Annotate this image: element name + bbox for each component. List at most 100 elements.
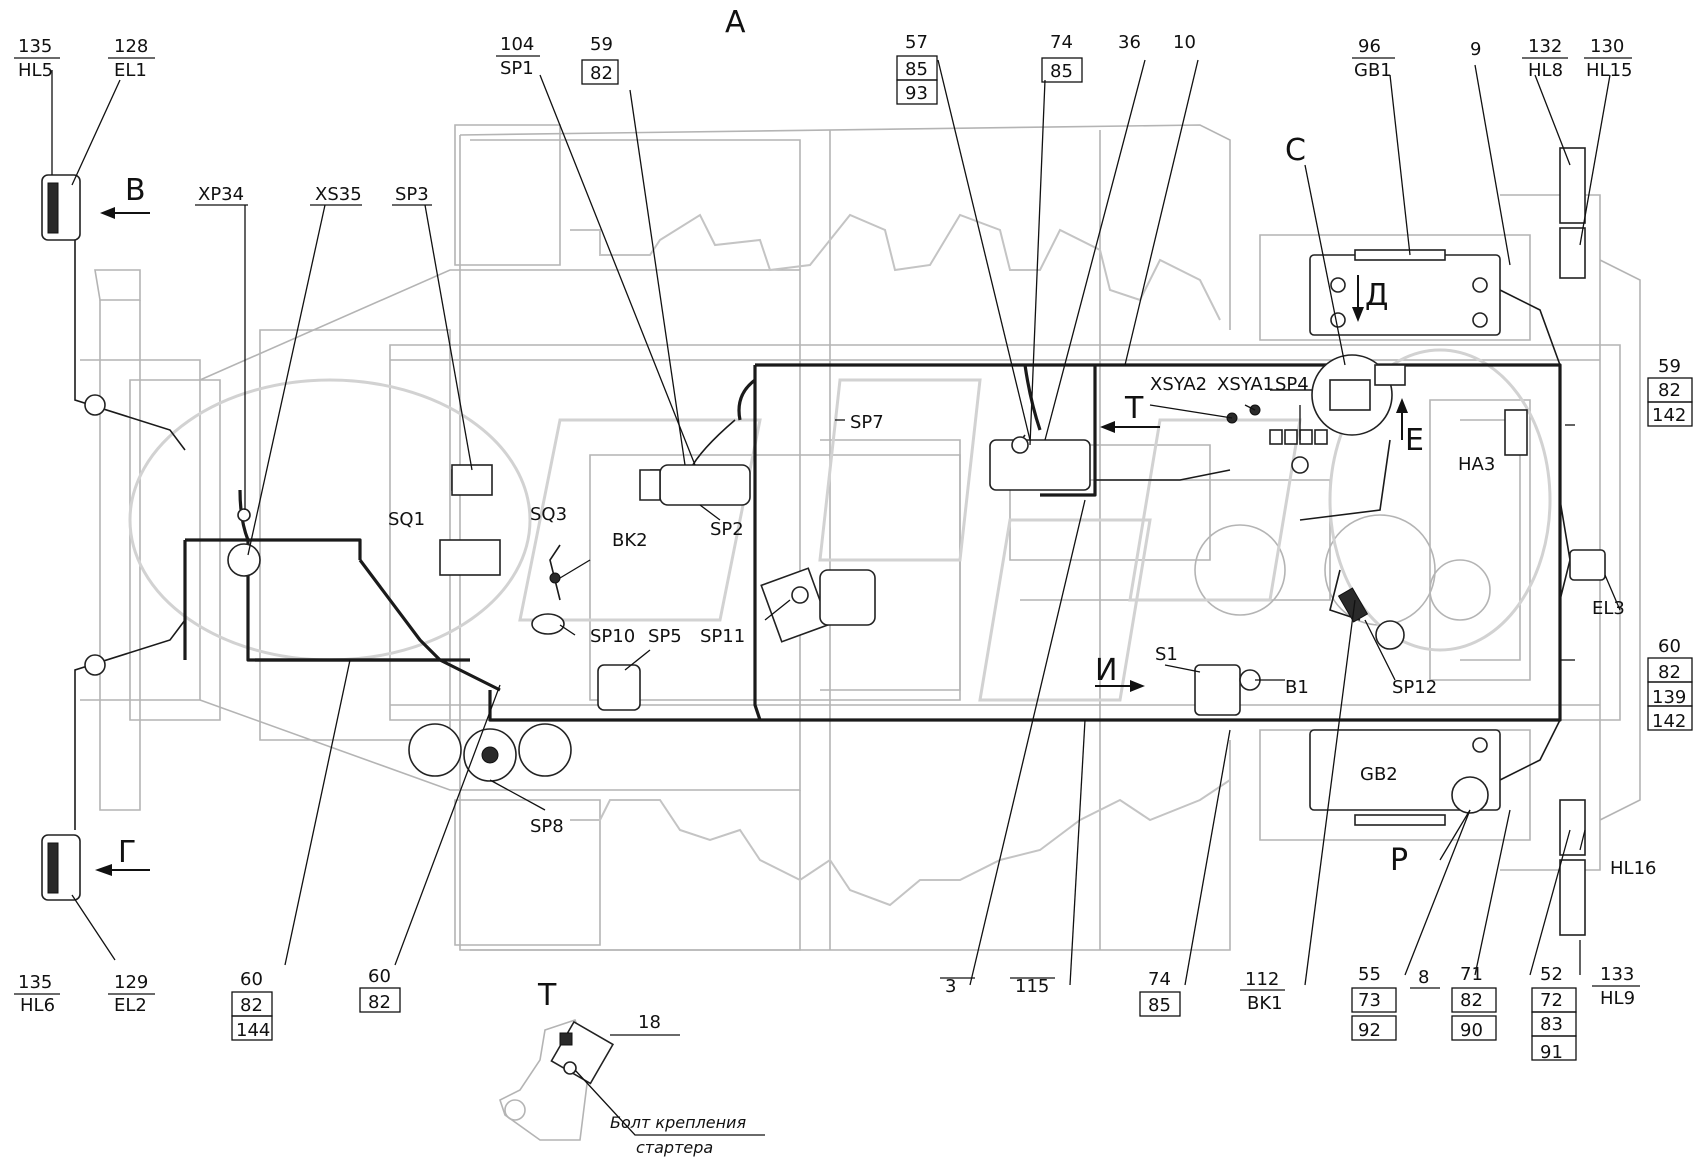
detail-note-line2: стартера — [636, 1138, 713, 1157]
svg-text:36: 36 — [1118, 32, 1141, 53]
svg-text:EL3: EL3 — [1592, 598, 1625, 619]
connector-xp34 — [237, 508, 251, 522]
svg-text:85: 85 — [905, 59, 928, 80]
svg-text:XS35: XS35 — [315, 184, 362, 205]
switch-r — [1451, 776, 1489, 814]
svg-text:74: 74 — [1050, 32, 1073, 53]
svg-text:129: 129 — [114, 972, 148, 993]
starter-main — [989, 439, 1091, 491]
svg-text:74: 74 — [1148, 969, 1171, 990]
svg-text:8: 8 — [1418, 967, 1429, 988]
detail-label-t: Т — [537, 978, 557, 1013]
view-label-g: Г — [118, 835, 136, 870]
light-hl8 — [1559, 147, 1586, 224]
svg-text:139: 139 — [1652, 687, 1686, 708]
svg-text:85: 85 — [1148, 995, 1171, 1016]
svg-text:57: 57 — [905, 32, 928, 53]
svg-text:S1: S1 — [1155, 644, 1178, 665]
svg-text:115: 115 — [1015, 976, 1049, 997]
svg-text:72: 72 — [1540, 990, 1563, 1011]
svg-text:XSYA1: XSYA1 — [1217, 374, 1274, 395]
svg-text:133: 133 — [1600, 964, 1634, 985]
svg-text:82: 82 — [240, 995, 263, 1016]
svg-text:SP8: SP8 — [530, 816, 564, 837]
svg-text:BK2: BK2 — [612, 530, 648, 551]
svg-text:EL2: EL2 — [114, 995, 147, 1016]
svg-text:SP1: SP1 — [500, 58, 534, 79]
svg-text:52: 52 — [1540, 964, 1563, 985]
sp4-group — [1269, 429, 1328, 445]
svg-text:144: 144 — [236, 1020, 270, 1041]
svg-text:96: 96 — [1358, 36, 1381, 57]
view-label-r: Р — [1390, 843, 1408, 878]
svg-text:59: 59 — [590, 34, 613, 55]
svg-text:B1: B1 — [1285, 677, 1309, 698]
svg-text:HA3: HA3 — [1458, 454, 1495, 475]
light-hl9 — [1559, 859, 1586, 936]
view-label-e: Е — [1405, 423, 1424, 458]
components — [41, 147, 1606, 936]
svg-text:HL15: HL15 — [1586, 60, 1632, 81]
svg-text:XSYA2: XSYA2 — [1150, 374, 1207, 395]
svg-text:130: 130 — [1590, 36, 1624, 57]
svg-text:128: 128 — [114, 36, 148, 57]
svg-text:HL9: HL9 — [1600, 988, 1635, 1009]
svg-text:10: 10 — [1173, 32, 1196, 53]
svg-text:BK1: BK1 — [1247, 993, 1283, 1014]
svg-text:142: 142 — [1652, 405, 1686, 426]
svg-text:3: 3 — [945, 976, 956, 997]
svg-text:82: 82 — [1658, 662, 1681, 683]
view-label-d: Д — [1365, 278, 1388, 313]
svg-text:SP2: SP2 — [710, 519, 744, 540]
svg-text:142: 142 — [1652, 711, 1686, 732]
view-label-i: И — [1095, 653, 1117, 688]
svg-text:104: 104 — [500, 34, 534, 55]
svg-text:GB1: GB1 — [1354, 60, 1392, 81]
svg-text:71: 71 — [1460, 964, 1483, 985]
starter-motor — [659, 464, 751, 506]
view-title: А — [725, 5, 746, 40]
svg-text:82: 82 — [590, 63, 613, 84]
svg-text:XP34: XP34 — [198, 184, 244, 205]
view-arrows — [95, 207, 1408, 876]
svg-text:112: 112 — [1245, 969, 1279, 990]
svg-text:60: 60 — [368, 966, 391, 987]
svg-text:SP11: SP11 — [700, 626, 745, 647]
svg-text:SQ1: SQ1 — [388, 509, 425, 530]
svg-text:9: 9 — [1470, 39, 1481, 60]
view-label-c: С — [1285, 133, 1306, 168]
switch-s1 — [1194, 664, 1241, 716]
horn-ha3 — [1504, 409, 1528, 456]
svg-text:82: 82 — [1658, 380, 1681, 401]
svg-text:SP12: SP12 — [1392, 677, 1437, 698]
svg-text:EL1: EL1 — [114, 60, 147, 81]
svg-text:93: 93 — [905, 83, 928, 104]
svg-text:SP5: SP5 — [648, 626, 682, 647]
svg-text:55: 55 — [1358, 964, 1381, 985]
leader-lines — [51, 59, 1621, 986]
light-el3 — [1569, 549, 1606, 581]
svg-text:59: 59 — [1658, 356, 1681, 377]
svg-text:HL6: HL6 — [20, 995, 55, 1016]
watermark-outline — [128, 348, 1552, 702]
view-label-t: Т — [1124, 391, 1144, 426]
svg-text:HL8: HL8 — [1528, 60, 1563, 81]
svg-text:73: 73 — [1358, 990, 1381, 1011]
svg-text:90: 90 — [1460, 1020, 1483, 1041]
svg-text:135: 135 — [18, 36, 52, 57]
detail-note-line1: Болт крепления — [610, 1113, 746, 1132]
detail-t — [499, 1018, 765, 1141]
svg-text:SP10: SP10 — [590, 626, 635, 647]
svg-text:18: 18 — [638, 1012, 661, 1033]
svg-text:SP3: SP3 — [395, 184, 429, 205]
svg-text:132: 132 — [1528, 36, 1562, 57]
track-outline — [570, 213, 1231, 907]
svg-text:60: 60 — [240, 969, 263, 990]
svg-text:SP4: SP4 — [1275, 374, 1309, 395]
svg-text:83: 83 — [1540, 1014, 1563, 1035]
connector-xs35 — [227, 543, 261, 577]
light-hl15 — [1559, 227, 1586, 279]
svg-text:GB2: GB2 — [1360, 764, 1398, 785]
svg-text:SQ3: SQ3 — [530, 504, 567, 525]
